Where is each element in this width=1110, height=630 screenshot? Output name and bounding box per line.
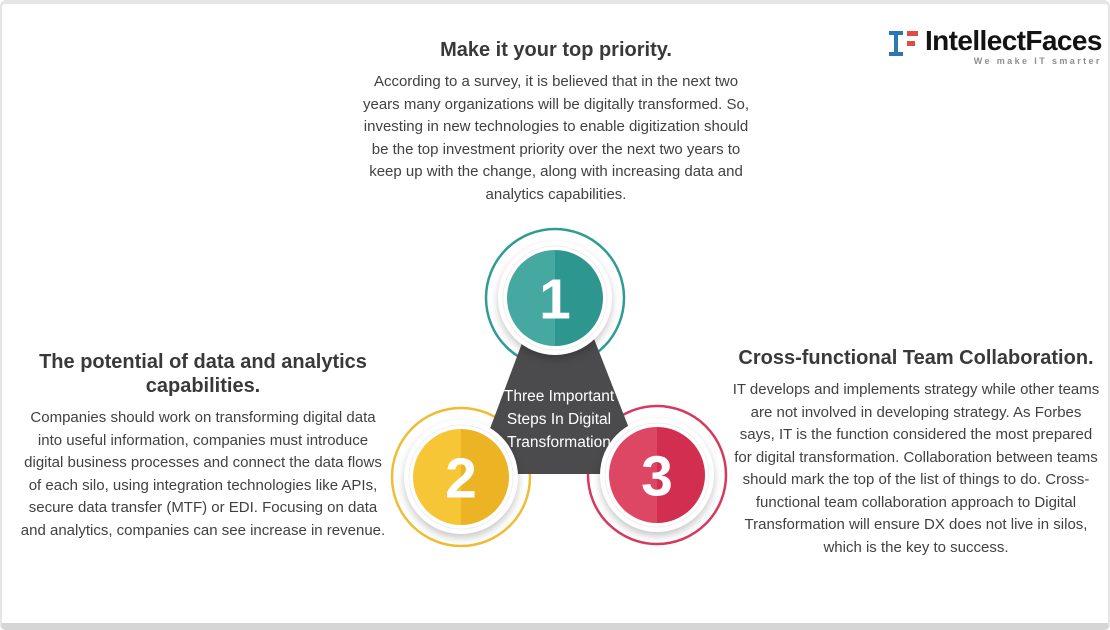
step2-white-disc: [404, 420, 518, 534]
monogram-f-top-bar: [907, 31, 918, 36]
step1-circle: 1: [498, 241, 612, 355]
step1-white-disc: [498, 241, 612, 355]
step3-inner-faint-ring: [604, 422, 710, 528]
step1-disc-right-half: [555, 250, 603, 346]
brand-tagline: We make IT smarter: [973, 56, 1102, 67]
step3-outer-ring: [586, 404, 728, 546]
section-data-analytics: The potential of data and analytics capa…: [20, 350, 386, 542]
section-team-collaboration: Cross-functional Team Collaboration. IT …: [732, 346, 1100, 559]
step2-circle: 2: [404, 420, 518, 534]
brand-text: IntellectFaces We make IT smarter: [925, 25, 1102, 67]
step2-disc-left-half: [413, 429, 461, 525]
step3-disc-right-half: [657, 427, 705, 523]
step2-inner-faint-ring: [408, 424, 514, 530]
brand-logo: IntellectFaces We make IT smarter: [888, 26, 1102, 66]
step1-number: 1: [539, 268, 571, 332]
section-right-title: Cross-functional Team Collaboration.: [738, 347, 1094, 369]
section-left-body: Companies should work on transforming di…: [20, 409, 386, 539]
step2-number: 2: [445, 447, 477, 511]
section-right-body: IT develops and implements strategy whil…: [732, 381, 1100, 556]
step3-number: 3: [641, 445, 673, 509]
step1-outer-ring: [484, 227, 626, 369]
triangle-label-line3: Transformation: [507, 434, 611, 451]
center-triangle: [475, 251, 645, 474]
section-top-title: Make it your top priority.: [440, 39, 672, 61]
section-top-priority: Make it your top priority. According to …: [360, 38, 752, 206]
step2-disc-right-half: [461, 429, 509, 525]
monogram-f-mid-bar: [907, 41, 915, 46]
brand-monogram-icon: [889, 31, 918, 56]
step3-white-disc: [600, 418, 714, 532]
brand-name: IntellectFaces: [925, 25, 1102, 56]
step3-disc-left-half: [609, 427, 657, 523]
step2-outer-ring: [390, 406, 532, 548]
section-top-body: According to a survey, it is believed th…: [362, 73, 749, 203]
step1-inner-faint-ring: [502, 245, 608, 351]
triangle-label-line1: Three Important: [504, 388, 615, 405]
monogram-i-glyph: [889, 31, 903, 56]
section-left-title: The potential of data and analytics capa…: [39, 351, 367, 397]
triangle-label-line2: Steps In Digital: [507, 411, 611, 428]
step3-circle: 3: [600, 418, 714, 532]
step1-disc-left-half: [507, 250, 555, 346]
